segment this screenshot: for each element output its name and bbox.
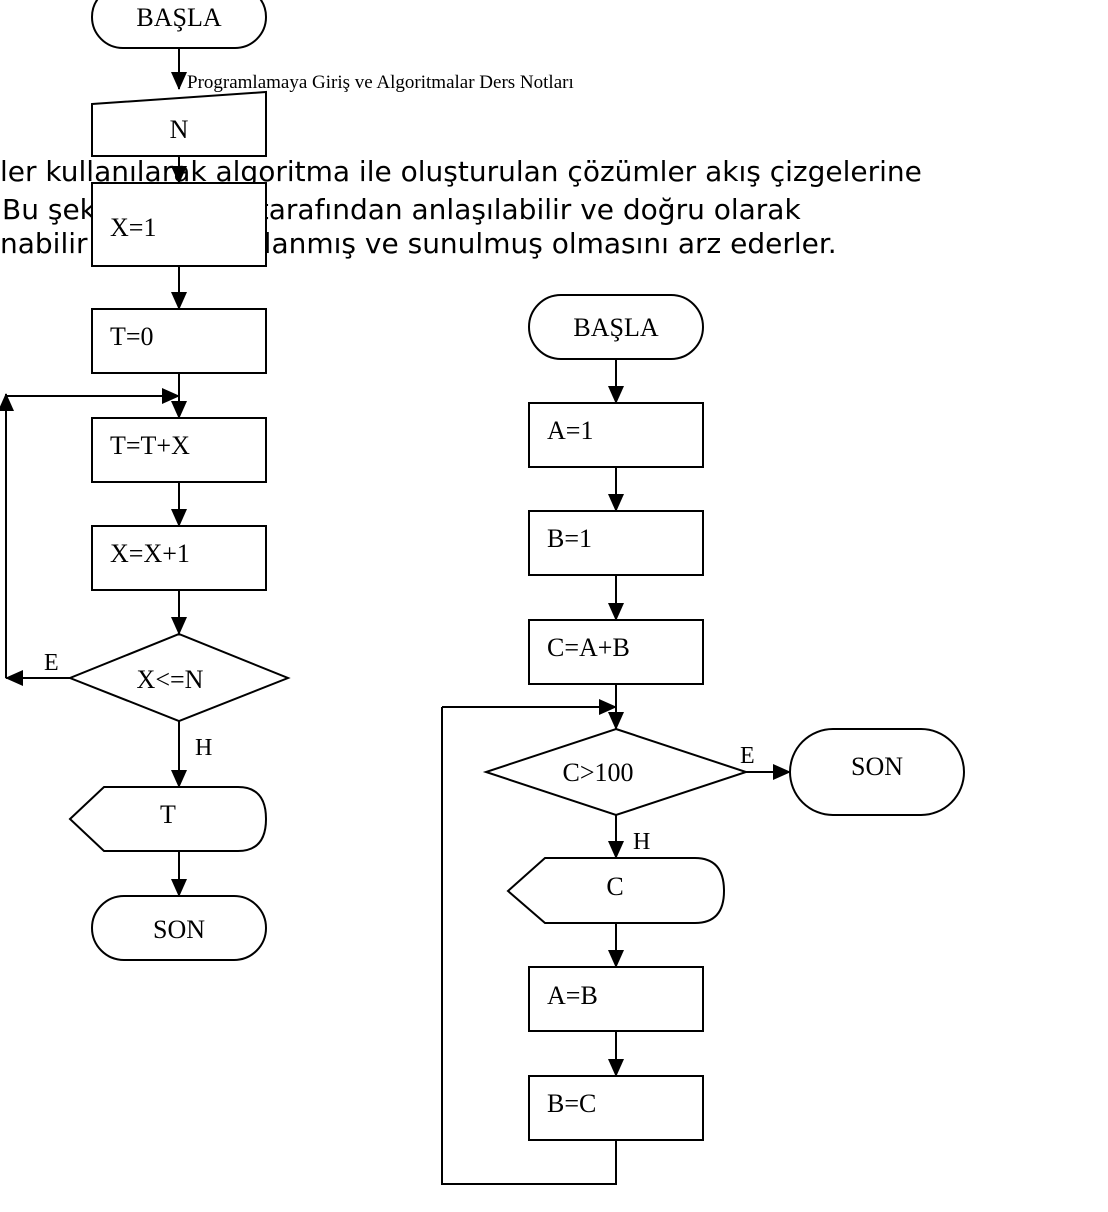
left-start-label: BAŞLA (136, 3, 221, 32)
left-input-shape (91, 90, 267, 157)
left-input-label: N (170, 115, 189, 144)
right-yes-label: E (740, 743, 755, 769)
right-b-init-label: B=1 (547, 524, 592, 553)
left-end-terminal (91, 895, 267, 961)
left-process-t-init (91, 308, 267, 374)
left-x-init-label: X=1 (110, 213, 156, 242)
right-process-a-shift (528, 966, 704, 1032)
left-x-inc-label: X=X+1 (110, 539, 190, 568)
left-no-label: H (195, 735, 212, 761)
right-decision-label: C>100 (562, 758, 633, 787)
left-process-t-add (91, 417, 267, 483)
right-output-shape (506, 857, 726, 924)
left-yes-label: E (44, 650, 59, 676)
left-decision-label: X<=N (137, 665, 204, 694)
left-process-x-init (91, 182, 267, 267)
right-end-terminal (789, 728, 965, 816)
right-start-label: BAŞLA (573, 313, 658, 342)
right-end-label: SON (851, 752, 903, 781)
right-a-init-label: A=1 (547, 416, 593, 445)
body-text-line-1: ler kullanılarak algoritma ile oluşturul… (0, 155, 922, 188)
left-output-label: T (160, 800, 176, 829)
right-c-sum-label: C=A+B (547, 633, 630, 662)
right-process-b-shift (528, 1075, 704, 1141)
left-end-label: SON (153, 915, 205, 944)
right-no-label: H (633, 829, 650, 855)
right-process-a-init (528, 402, 704, 468)
right-output-label: C (606, 872, 623, 901)
right-loop-line (441, 707, 617, 1185)
right-b-shift-label: B=C (547, 1089, 596, 1118)
left-t-init-label: T=0 (110, 322, 154, 351)
left-t-add-label: T=T+X (110, 431, 190, 460)
right-a-shift-label: A=B (547, 981, 598, 1010)
header-note: Programlamaya Giriş ve Algoritmalar Ders… (187, 72, 574, 93)
left-output-shape (68, 786, 268, 852)
